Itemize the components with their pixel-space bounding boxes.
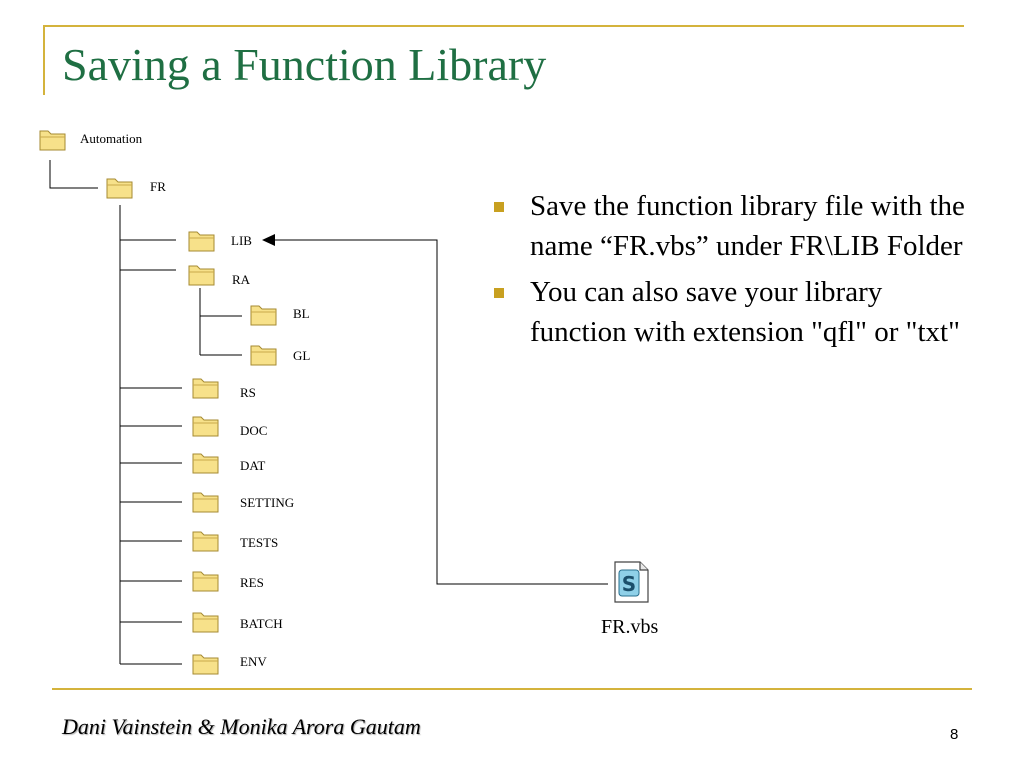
footer-rule [52, 688, 972, 690]
page-number: 8 [950, 726, 959, 743]
folder-icon [39, 130, 66, 151]
bullet-item: You can also save your library function … [492, 272, 972, 352]
folder-label-rs: RS [240, 385, 256, 400]
folder-icon [192, 654, 219, 675]
script-file-icon: S [614, 561, 649, 603]
folder-label-lib: LIB [231, 233, 252, 248]
bullet-marker [494, 202, 504, 212]
folder-icon [192, 492, 219, 513]
folder-icon [106, 178, 133, 199]
folder-icon [188, 265, 215, 286]
folder-icon [192, 416, 219, 437]
folder-label-ra: RA [232, 272, 251, 287]
folder-icon [192, 453, 219, 474]
folder-label-setting: SETTING [240, 495, 295, 510]
bullet-list: Save the function library file with the … [492, 186, 972, 358]
folder-label-batch: BATCH [240, 616, 283, 631]
folder-icon [192, 378, 219, 399]
frame-left-rule [43, 25, 45, 95]
folder-label-env: ENV [240, 654, 267, 669]
folder-icon [192, 571, 219, 592]
bullet-marker [494, 288, 504, 298]
svg-text:S: S [622, 572, 636, 596]
folder-label-dat: DAT [240, 458, 266, 473]
folder-label-res: RES [240, 575, 264, 590]
folder-label-doc: DOC [240, 423, 268, 438]
folder-label-tests: TESTS [240, 535, 279, 550]
footer-authors: Dani Vainstein & Monika Arora Gautam [62, 714, 421, 739]
bullet-text-save: Save the function library file with the … [530, 190, 965, 262]
folder-icon [188, 231, 215, 252]
bullet-item: Save the function library file with the … [492, 186, 972, 266]
file-name-label: FR.vbs [601, 616, 659, 638]
bullet-text-extensions: You can also save your library function … [530, 276, 960, 348]
folder-icon [250, 305, 277, 326]
folder-icon [192, 531, 219, 552]
folder-label-gl: GL [293, 348, 311, 363]
folder-label-fr: FR [150, 179, 166, 194]
folder-icon [250, 345, 277, 366]
slide-title: Saving a Function Library [62, 39, 547, 90]
folder-icon [192, 612, 219, 633]
folder-label-automation: Automation [80, 131, 143, 146]
frame-top-rule [43, 25, 964, 27]
folder-label-bl: BL [293, 306, 310, 321]
